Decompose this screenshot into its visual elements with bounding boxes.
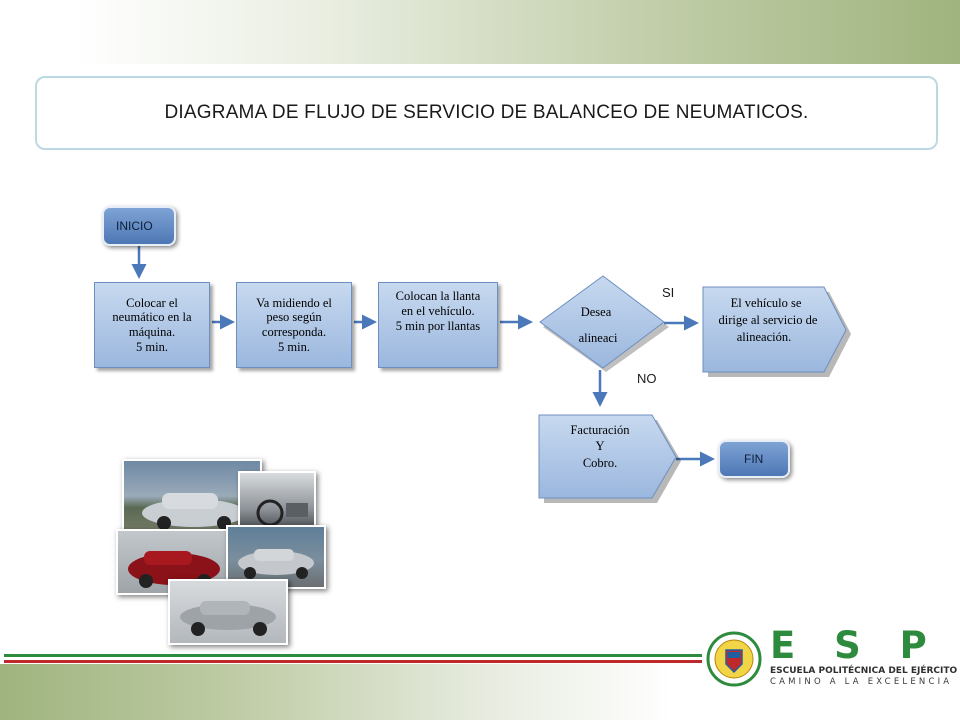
car-photo-interior bbox=[238, 471, 316, 535]
step-place-tire: Colocar el neumático en la máquina. 5 mi… bbox=[94, 282, 210, 368]
step3-line2: en el vehículo. bbox=[401, 303, 475, 318]
decision-line2: alineaci bbox=[579, 331, 618, 345]
footer-stripes bbox=[4, 654, 702, 663]
yes-step-line3: alineación. bbox=[737, 330, 792, 344]
logo-slogan: CAMINO A LA EXCELENCIA bbox=[770, 677, 953, 687]
step1-line1: Colocar el bbox=[126, 295, 178, 310]
no-step-line3: Cobro. bbox=[583, 456, 617, 470]
car-photo-collage bbox=[110, 455, 330, 645]
step2-line3: corresponda. bbox=[261, 325, 327, 339]
car-photo-silver-ford bbox=[226, 525, 326, 589]
step-mount-tire: Colocan la llanta en el vehículo. 5 min … bbox=[378, 282, 498, 368]
yes-step-line1: El vehículo se bbox=[731, 296, 802, 310]
espe-logo: E S P E ESCUELA POLITÉCNICA DEL EJÉRCITO… bbox=[706, 626, 960, 690]
step-billing: Facturación Y Cobro. bbox=[538, 414, 681, 503]
yes-label: SI bbox=[662, 285, 675, 300]
no-step-line2: Y bbox=[595, 439, 604, 453]
step2-line1: Va midiendo el bbox=[256, 295, 332, 310]
step2-line2: peso según bbox=[266, 310, 322, 325]
top-decorative-band bbox=[0, 0, 960, 64]
no-label: NO bbox=[637, 371, 657, 386]
car-photo-jaguar bbox=[168, 579, 288, 645]
step1-line4: 5 min. bbox=[136, 339, 168, 354]
logo-letters: E S P E bbox=[770, 624, 960, 667]
step1-line3: máquina. bbox=[128, 325, 176, 339]
no-step-line1: Facturación bbox=[570, 423, 630, 437]
bottom-decorative-band bbox=[0, 664, 960, 720]
yes-step-line2: dirige al servicio de bbox=[719, 313, 818, 327]
start-terminal: INICIO bbox=[102, 206, 176, 246]
decision-line1: Desea bbox=[581, 305, 612, 319]
step3-line1: Colocan la llanta bbox=[395, 289, 481, 303]
step3-line3: 5 min por llantas bbox=[395, 318, 481, 333]
title-box: DIAGRAMA DE FLUJO DE SERVICIO DE BALANCE… bbox=[35, 76, 938, 150]
start-label: INICIO bbox=[116, 219, 153, 233]
step-alignment-service: El vehículo se dirige al servicio de ali… bbox=[702, 286, 851, 377]
step2-line4: 5 min. bbox=[278, 339, 310, 354]
step1-line2: neumático en la bbox=[112, 310, 192, 325]
decision-diamond: Desea alineaci bbox=[539, 275, 669, 372]
slide-title: DIAGRAMA DE FLUJO DE SERVICIO DE BALANCE… bbox=[164, 102, 809, 123]
step-measure-weight: Va midiendo el peso según corresponda. 5… bbox=[236, 282, 352, 368]
logo-institution-name: ESCUELA POLITÉCNICA DEL EJÉRCITO bbox=[770, 666, 958, 676]
end-label: FIN bbox=[744, 452, 764, 466]
end-terminal: FIN bbox=[718, 440, 790, 478]
